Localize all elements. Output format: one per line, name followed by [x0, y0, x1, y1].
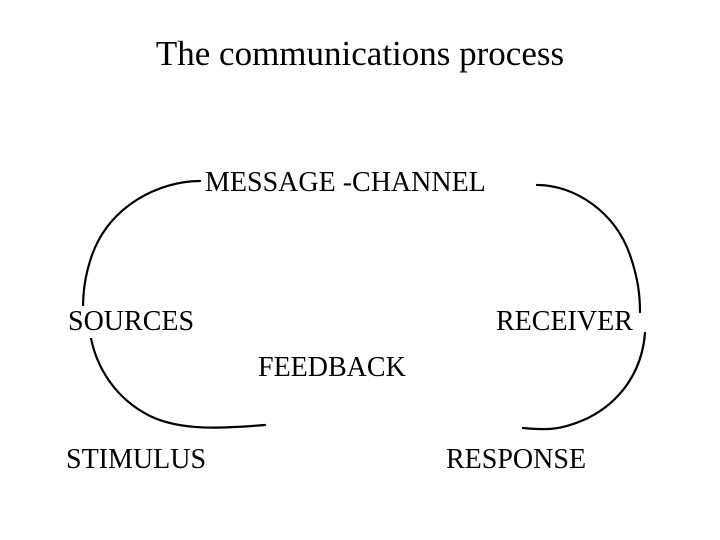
label-stimulus: STIMULUS — [64, 444, 209, 476]
label-response: RESPONSE — [444, 444, 589, 476]
label-feedback: FEEDBACK — [256, 352, 408, 384]
arc-right-lower — [521, 331, 647, 431]
label-receiver: RECEIVER — [494, 306, 635, 338]
arc-top-left — [81, 179, 202, 312]
label-sources: SOURCES — [66, 306, 197, 338]
label-message-channel: MESSAGE -CHANNEL — [203, 167, 488, 199]
arc-top-right — [535, 183, 642, 314]
arc-left-lower — [88, 331, 267, 429]
page-title: The communications process — [155, 34, 565, 73]
